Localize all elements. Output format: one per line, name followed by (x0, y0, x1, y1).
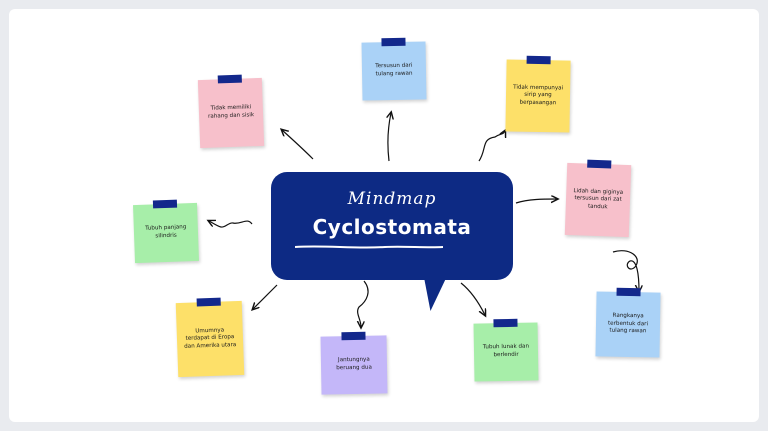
note-text: Jantungnya beruang dua (336, 357, 372, 372)
note-lendir: Tubuh lunak dan berlendir (473, 318, 539, 382)
arrow-far-right (612, 250, 639, 291)
connector-arrows (9, 9, 759, 422)
center-bubble: Mindmap Cyclostomata (271, 172, 513, 280)
note-text: Tersusun dari tulang rawan (375, 63, 413, 78)
arrow-bottom-center (358, 280, 369, 327)
note-rangka: Rangkanya terbentuk dari tulang rawan (595, 287, 661, 358)
arrow-top-center (388, 113, 391, 162)
arrow-top-right (478, 131, 505, 162)
mindmap-canvas: Mindmap Cyclostomata Tersusun dari tulan… (9, 9, 759, 422)
arrow-top-left (282, 130, 314, 160)
title-underline (295, 245, 443, 249)
note-rahang: Tidak memiliki rahang dan sisik (197, 74, 265, 149)
arrow-left (209, 221, 253, 228)
arrow-right (515, 199, 557, 204)
note-tulang-rawan: Tersusun dari tulang rawan (361, 37, 427, 101)
note-eropa: Umumnya terdapat di Eropa dan Amerika ut… (175, 297, 245, 378)
note-text: Tidak mempunyai sirip yang berpasangan (513, 84, 564, 107)
center-title: Cyclostomata (312, 215, 472, 239)
note-text: Umumnya terdapat di Eropa dan Amerika ut… (184, 327, 237, 350)
center-label: Mindmap (347, 189, 437, 209)
note-text: Tubuh panjang silindris (145, 224, 187, 240)
note-sirip: Tidak mempunyai sirip yang berpasangan (505, 55, 571, 133)
note-silindris: Tubuh panjang silindris (133, 199, 199, 264)
note-text: Lidah dan giginya tersusun dari zat tand… (573, 187, 624, 211)
arrow-bottom-left (253, 284, 278, 309)
arrow-bottom-right (460, 282, 485, 315)
note-text: Tidak memiliki rahang dan sisik (207, 104, 255, 120)
note-jantung: Jantungnya beruang dua (320, 331, 388, 395)
note-lidah: Lidah dan giginya tersusun dari zat tand… (564, 159, 632, 238)
note-text: Rangkanya terbentuk dari tulang rawan (607, 312, 649, 335)
note-text: Tubuh lunak dan berlendir (482, 344, 530, 359)
center-bubble-tail (418, 275, 448, 311)
